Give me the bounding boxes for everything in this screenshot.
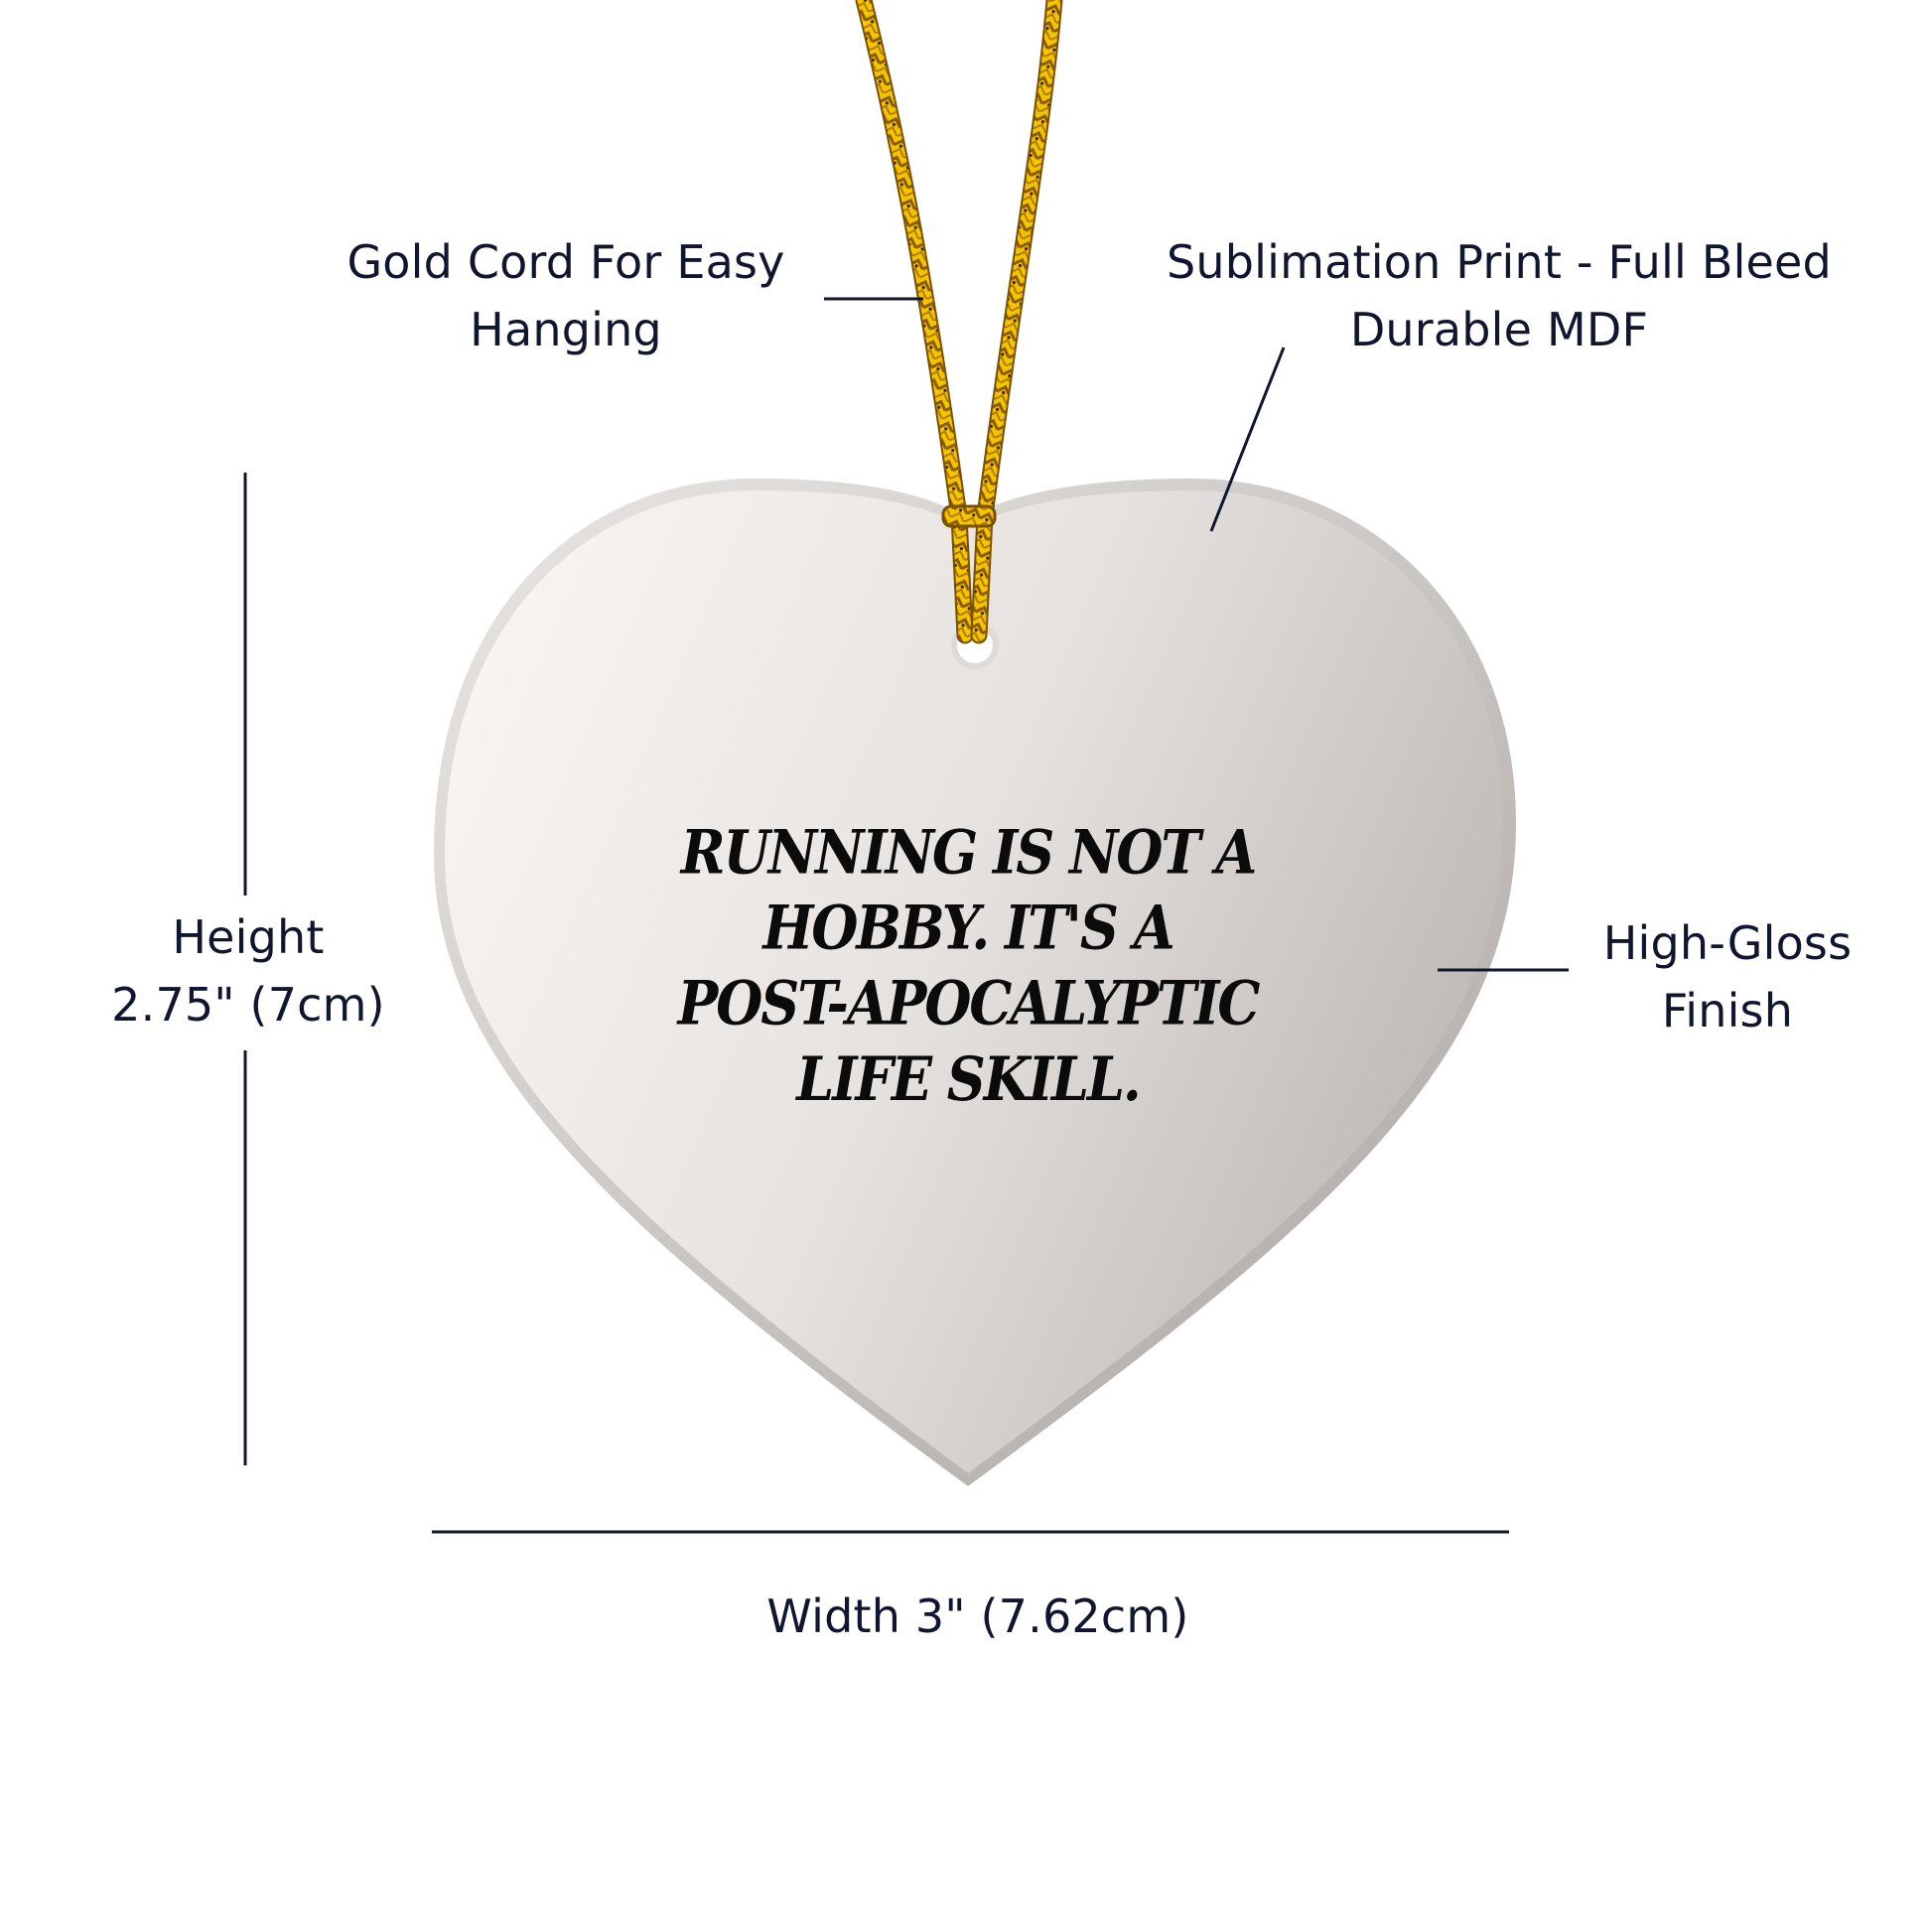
heart-ornament: [434, 479, 1516, 1486]
print-callout-label: Sublimation Print - Full Bleed Durable M…: [1142, 228, 1857, 363]
cord-knot: [941, 504, 997, 528]
cord-callout-label: Gold Cord For Easy Hanging: [328, 228, 804, 363]
print-callout-line: Sublimation Print - Full Bleed: [1167, 235, 1832, 289]
width-dimension-label: Width 3" (7.62cm): [730, 1583, 1226, 1650]
cord-callout-line: Gold Cord For Easy: [346, 235, 785, 289]
width-label-text: Width 3" (7.62cm): [766, 1589, 1189, 1643]
cord-callout-line: Hanging: [470, 303, 662, 356]
heart-face: [445, 490, 1503, 1473]
height-label-line: 2.75" (7cm): [111, 978, 385, 1032]
height-dimension-label: Height 2.75" (7cm): [99, 903, 397, 1038]
ornament-quote: RUNNING IS NOT A HOBBY. IT'S A POST-APOC…: [635, 814, 1301, 1117]
quote-line: LIFE SKILL.: [796, 1042, 1141, 1115]
quote-line: HOBBY. IT'S A: [762, 892, 1174, 964]
height-label-line: Height: [172, 910, 325, 964]
finish-callout-line: High-Gloss: [1602, 916, 1853, 970]
finish-callout-label: High-Gloss Finish: [1579, 909, 1876, 1044]
print-pointer-line: [1209, 346, 1286, 532]
quote-line: POST-APOCALYPTIC: [677, 967, 1261, 1039]
finish-callout-line: Finish: [1661, 984, 1794, 1037]
print-callout-line: Durable MDF: [1349, 303, 1649, 356]
gold-cord: [855, 0, 1063, 644]
callout-lines: [243, 297, 1569, 1534]
quote-line: RUNNING IS NOT A: [680, 816, 1258, 888]
